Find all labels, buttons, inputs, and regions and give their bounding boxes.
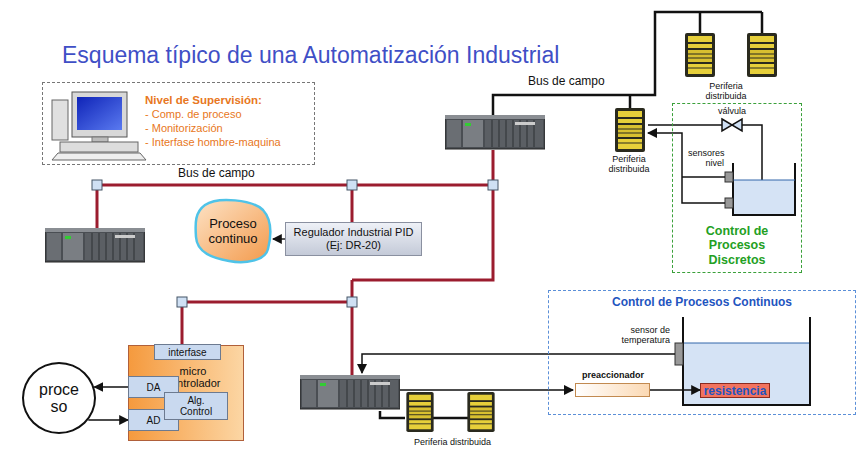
node-text: Regulador Industrial PID (Ej: DR-20) <box>290 226 417 252</box>
node-text: Nivel de Supervisión: <box>145 93 262 107</box>
peripheral-label: Periferia distribuida <box>405 435 500 448</box>
discrete-control-region: Control de Procesos Discretos <box>672 103 802 273</box>
node-text: proce so <box>36 381 82 415</box>
peripheral-label: Periferia distribuida <box>698 80 754 102</box>
continuous-control-region: Control de Procesos Continuos preaccionad… <box>548 290 856 415</box>
diagram-title: Esquema típico de una Automatización Ind… <box>62 42 559 69</box>
node-text: Control de Procesos Discretos <box>695 224 779 268</box>
peripheral-label: Periferia distribuida <box>600 153 658 175</box>
bus-label: Bus de campo <box>178 166 255 180</box>
node-text: Periferia distribuida <box>600 154 658 174</box>
computer-icon <box>52 92 146 160</box>
sensor-label: sensor de temperatura <box>612 325 670 345</box>
arrow-connector <box>650 389 700 390</box>
supervision-box: Nivel de Supervisión:- Comp. de proceso-… <box>42 82 315 165</box>
interface-box: interfase <box>154 344 221 360</box>
microcontroller-box: micro controladorinterfaseDAADAlg. Contr… <box>128 345 244 441</box>
process-circle: proce so <box>22 362 96 434</box>
discrete-process <box>648 119 795 215</box>
node-text: interfase <box>152 347 224 358</box>
node-text: Control de Procesos Continuos <box>612 295 792 309</box>
heater-box: resistencia <box>700 383 770 398</box>
arrow-connector <box>94 386 128 387</box>
valve-label: válvula <box>718 106 746 116</box>
node-text: Alg. Control <box>174 395 218 417</box>
node-text: DA <box>118 382 190 393</box>
fieldbus-red <box>97 150 493 375</box>
node-text: Periferia distribuida <box>414 437 491 447</box>
node-text: - Comp. de proceso <box>145 107 242 121</box>
process-blob: Proceso continuo <box>193 197 273 265</box>
arrow-connector <box>88 419 128 420</box>
node-text: Periferia distribuida <box>698 81 754 101</box>
arrow-connector <box>273 238 285 239</box>
node-text: resistencia <box>704 384 767 398</box>
node-text: Proceso continuo <box>202 216 264 246</box>
bus-nodes <box>92 180 498 307</box>
sensor-label: sensores nivel <box>688 148 724 168</box>
node-text: - Monitorización <box>145 121 223 135</box>
node-text: - Interfase hombre-maquina <box>145 135 281 149</box>
preactuator-box: preaccionador <box>575 383 650 397</box>
continuous-process <box>362 317 810 405</box>
bus-label: Bus de campo <box>528 74 605 88</box>
control-algorithm-box: Alg. Control <box>164 392 228 420</box>
node-text: preaccionador <box>582 370 644 380</box>
plc-units <box>45 115 545 409</box>
pid-regulator-box: Regulador Industrial PID (Ej: DR-20) <box>285 222 422 256</box>
